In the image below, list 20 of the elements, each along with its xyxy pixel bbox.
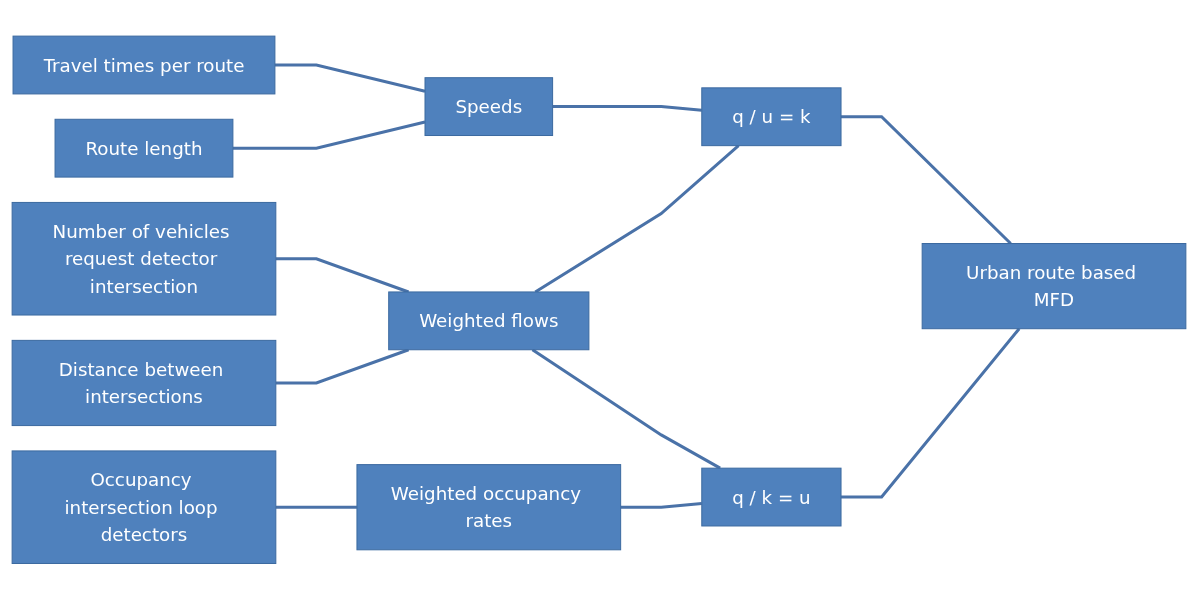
node-box: Distance between intersections [11,339,277,426]
node-box: Route length [54,118,234,178]
connector [275,505,357,509]
connector [620,501,702,509]
connector [274,63,426,93]
node-box: Number of vehicles request detector intersection [11,201,277,316]
node-box: q / k = u [701,467,842,527]
node-box: Occupancy intersection loop detectors [11,450,277,564]
connector [232,120,426,150]
connector [552,104,702,112]
connector [841,327,1021,499]
node-box: Travel times per route [12,35,276,95]
node-box: Weighted flows [388,291,590,350]
node-box: Weighted occupancy rates [356,463,622,550]
connector [534,144,740,293]
connector [841,114,1012,245]
node-box: q / u = k [701,87,842,146]
connector [275,348,410,385]
node-box: Urban route based MFD [921,242,1187,329]
node-box: Speeds [424,76,554,136]
